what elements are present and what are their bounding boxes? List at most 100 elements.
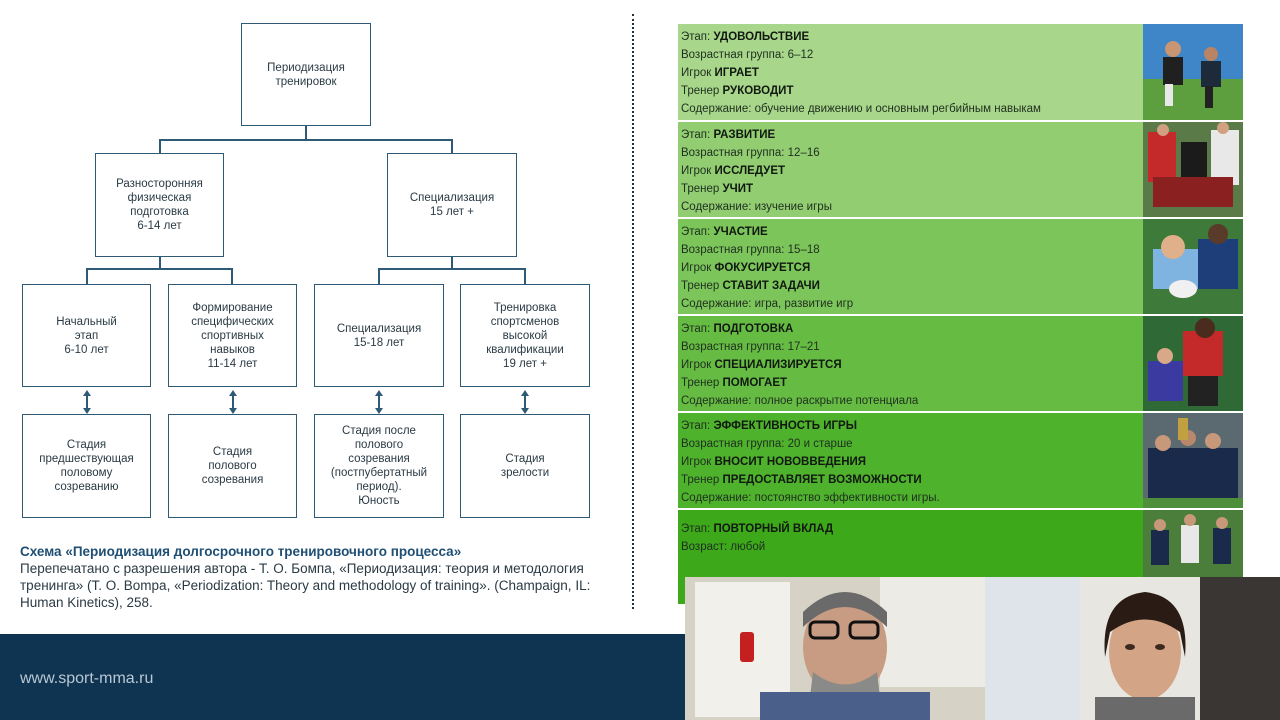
coach-label: Тренер (681, 474, 720, 486)
stage-row: Этап: РАЗВИТИЕ Возрастная группа: 12–16 … (678, 122, 1143, 217)
diagram-box-label: Стадия зрелости (500, 453, 550, 479)
stage-label: Этап: (681, 523, 711, 535)
double-arrow-icon (521, 390, 529, 414)
connector (305, 126, 307, 140)
rugby-photo (1143, 510, 1243, 577)
content-label: Содержание: (681, 201, 752, 213)
double-arrow-icon (229, 390, 237, 414)
stage-label: Этап: (681, 31, 711, 43)
player-label: Игрок (681, 165, 712, 177)
stage-name: ПОВТОРНЫЙ ВКЛАД (713, 523, 834, 535)
stage-age: 15–18 (787, 244, 820, 256)
stage-content: изучение игры (754, 201, 832, 213)
stage-label: Этап: (681, 226, 711, 238)
diagram-box-initial-stage: Начальный этап 6-10 лет (22, 284, 151, 387)
connector (451, 257, 453, 269)
rugby-photo (1143, 219, 1243, 314)
stage-name: УЧАСТИЕ (713, 226, 768, 238)
stage-age: 20 и старше (787, 438, 853, 450)
rugby-photo (1143, 122, 1243, 217)
rugby-photo (1143, 316, 1243, 411)
content-label: Содержание: (681, 103, 752, 115)
stage-row: Этап: ЭФФЕКТИВНОСТЬ ИГРЫ Возрастная груп… (678, 413, 1143, 508)
coach-label: Тренер (681, 377, 720, 389)
stage-content: постоянство эффективности игры. (754, 492, 940, 504)
player-label: Игрок (681, 67, 712, 79)
connector (451, 139, 453, 153)
stage-name: ПОДГОТОВКА (713, 323, 794, 335)
age-label: Возрастная группа: (681, 147, 785, 159)
diagram-box-label: Тренировка спортсменов высокой квалифика… (486, 301, 564, 370)
stage-age: 6–12 (787, 49, 814, 61)
caption-title: Схема «Периодизация долгосрочного тренир… (20, 544, 462, 559)
age-label: Возрастная группа: (681, 49, 785, 61)
slide-footer: www.sport-mma.ru (0, 634, 685, 720)
age-label: Возраст: (681, 541, 728, 553)
connector (159, 257, 161, 269)
stage-label: Этап: (681, 420, 711, 432)
diagram-box-skills: Формирование специфических спортивных на… (168, 284, 297, 387)
diagram-box-label: Стадия полового созревания (201, 446, 264, 486)
stage-name: ЭФФЕКТИВНОСТЬ ИГРЫ (713, 420, 857, 432)
player-label: Игрок (681, 262, 712, 274)
connector (231, 268, 233, 284)
connector (159, 139, 453, 141)
video-feed-participant[interactable] (985, 577, 1280, 720)
stage-label: Этап: (681, 129, 711, 141)
diagram-caption: Схема «Периодизация долгосрочного тренир… (20, 543, 620, 611)
connector (86, 268, 233, 270)
coach-label: Тренер (681, 280, 720, 292)
diagram-box-label: Разносторонняя физическая подготовка 6-1… (116, 178, 203, 232)
diagram-box-label: Специализация 15 лет + (409, 192, 495, 218)
stage-row: Этап: УЧАСТИЕ Возрастная группа: 15–18 И… (678, 219, 1143, 314)
stage-age: любой (730, 541, 766, 553)
connector (378, 268, 380, 284)
stage-player: СПЕЦИАЛИЗИРУЕТСЯ (714, 359, 842, 371)
stage-player: ИГРАЕТ (714, 67, 759, 79)
diagram-box-elite: Тренировка спортсменов высокой квалифика… (460, 284, 590, 387)
content-label: Содержание: (681, 395, 752, 407)
diagram-box-specialization: Специализация 15 лет + (387, 153, 517, 257)
age-label: Возрастная группа: (681, 244, 785, 256)
stage-content: обучение движению и основным регбийным н… (754, 103, 1041, 115)
player-label: Игрок (681, 359, 712, 371)
stage-name: УДОВОЛЬСТВИЕ (713, 31, 810, 43)
connector (524, 268, 526, 284)
stage-row: Этап: ПОДГОТОВКА Возрастная группа: 17–2… (678, 316, 1143, 411)
stage-player: ИССЛЕДУЕТ (714, 165, 786, 177)
caption-text: Перепечатано с разрешения автора - Т. О.… (20, 561, 591, 610)
video-feed-presenter[interactable] (685, 577, 985, 720)
diagram-box-label: Начальный этап 6-10 лет (56, 315, 117, 356)
stage-coach: СТАВИТ ЗАДАЧИ (722, 280, 820, 292)
stage-coach: РУКОВОДИТ (722, 85, 794, 97)
diagram-box-label: Стадия после полового созревания (постпу… (330, 425, 428, 507)
diagram-root-box: Периодизация тренировок (241, 23, 371, 126)
stage-content: полное раскрытие потенциала (754, 395, 919, 407)
double-arrow-icon (375, 390, 383, 414)
rugby-photo (1143, 413, 1243, 508)
diagram-box-label: Формирование специфических спортивных на… (191, 301, 274, 370)
stage-age: 12–16 (787, 147, 820, 159)
diagram-box-pubertal: Стадия полового созревания (168, 414, 297, 518)
connector (378, 268, 526, 270)
diagram-box-general-prep: Разносторонняя физическая подготовка 6-1… (95, 153, 224, 257)
connector (159, 139, 161, 153)
diagram-box-prepubertal: Стадия предшествующая половому созревани… (22, 414, 151, 518)
stage-player: ВНОСИТ НОВОВВЕДЕНИЯ (714, 456, 867, 468)
age-label: Возрастная группа: (681, 438, 785, 450)
stage-coach: УЧИТ (722, 183, 754, 195)
stage-name: РАЗВИТИЕ (713, 129, 776, 141)
double-arrow-icon (83, 390, 91, 414)
stage-player: ФОКУСИРУЕТСЯ (714, 262, 811, 274)
diagram-root-label: Периодизация тренировок (267, 61, 345, 88)
content-label: Содержание: (681, 298, 752, 310)
rugby-stages-table: Этап: УДОВОЛЬСТВИЕ Возрастная группа: 6–… (678, 24, 1243, 604)
stage-label: Этап: (681, 323, 711, 335)
slide-divider (632, 14, 634, 609)
coach-label: Тренер (681, 85, 720, 97)
stage-content: игра, развитие игр (754, 298, 854, 310)
footer-url: www.sport-mma.ru (20, 670, 154, 687)
diagram-box-label: Специализация 15-18 лет (336, 322, 422, 349)
diagram-box-specialization-15-18: Специализация 15-18 лет (314, 284, 444, 387)
stage-coach: ПРЕДОСТАВЛЯЕТ ВОЗМОЖНОСТИ (722, 474, 922, 486)
